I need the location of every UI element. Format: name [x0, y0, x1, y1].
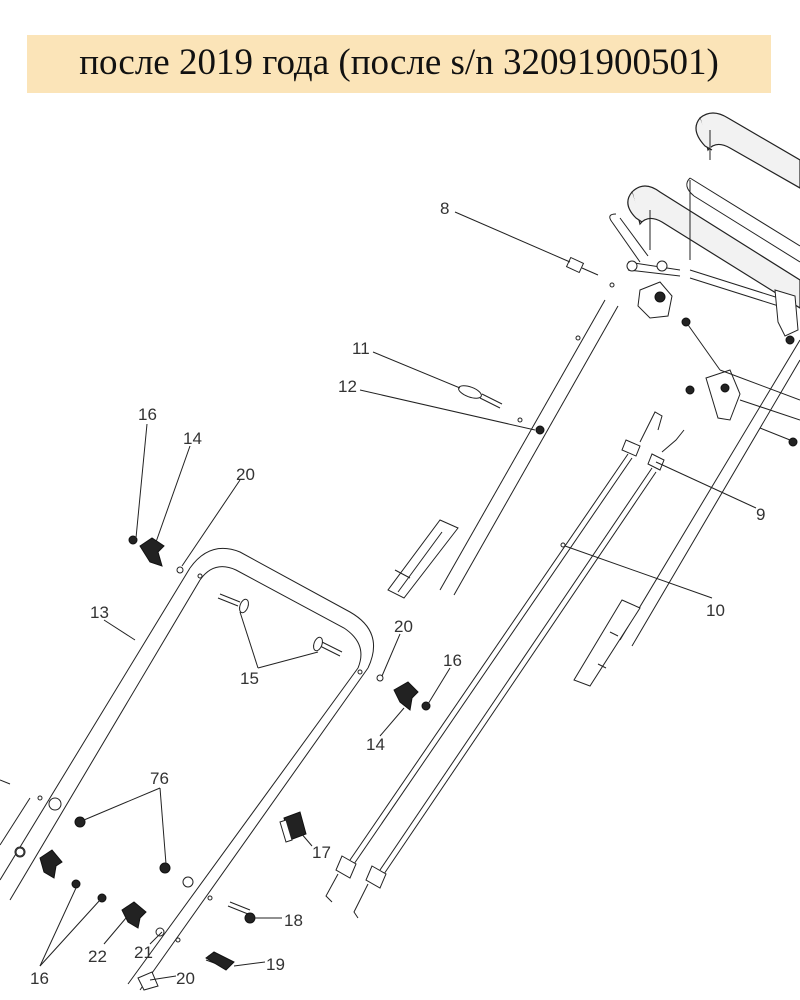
bolt-part-19: [205, 951, 235, 971]
label-16-middle: 16: [443, 651, 462, 670]
lower-left-tube: [0, 779, 62, 858]
label-22: 22: [88, 947, 107, 966]
label-16-upper: 16: [138, 405, 157, 424]
label-14-lower: 14: [366, 735, 385, 754]
title-banner: после 2019 года (после s/n 32091900501): [27, 35, 771, 93]
right-tube: [573, 339, 800, 687]
bolt-part-8: [565, 256, 599, 276]
lower-handle-part-13: [0, 548, 375, 991]
label-13: 13: [90, 603, 109, 622]
bail-bar: [609, 213, 799, 345]
label-10: 10: [706, 601, 725, 620]
nuts-part-76: [74, 816, 194, 888]
label-9: 9: [756, 505, 765, 524]
end-cap-part-20-bottom: [137, 971, 159, 991]
bolt-part-15-lower: [313, 636, 343, 657]
label-17: 17: [312, 843, 331, 862]
leader-lines: [39, 211, 757, 981]
bolt-part-18: [227, 901, 256, 924]
label-20-middle: 20: [394, 617, 413, 636]
knob-part-14-upper: [128, 535, 184, 574]
knob-part-14-lower: [376, 674, 431, 711]
spacer-part-17: [279, 811, 307, 843]
upper-handle: [627, 112, 800, 309]
nut-part-12: [535, 425, 545, 435]
control-cables: [325, 411, 685, 919]
label-8: 8: [440, 199, 449, 218]
label-20-upper: 20: [236, 465, 255, 484]
page-title: после 2019 года (после s/n 32091900501): [79, 42, 719, 83]
knob-part-16-left: [15, 847, 81, 889]
label-21: 21: [134, 943, 153, 962]
label-11: 11: [352, 339, 370, 358]
label-19: 19: [266, 955, 285, 974]
label-14-upper: 14: [183, 429, 202, 448]
label-12: 12: [338, 377, 357, 396]
knob-part-22: [97, 893, 165, 937]
bolt-part-15-upper: [217, 593, 249, 614]
label-18: 18: [284, 911, 303, 930]
label-20-lower: 20: [176, 969, 195, 988]
label-76: 76: [150, 769, 169, 788]
small-clip-part-11: [458, 385, 503, 409]
handle-bracket: [637, 281, 800, 447]
label-15: 15: [240, 669, 259, 688]
upper-tube: [387, 282, 619, 599]
label-16-lower: 16: [30, 969, 49, 988]
part-labels: 8 11 12 16 14 20 13 15 20 16 14 9 10 76 …: [30, 199, 765, 988]
